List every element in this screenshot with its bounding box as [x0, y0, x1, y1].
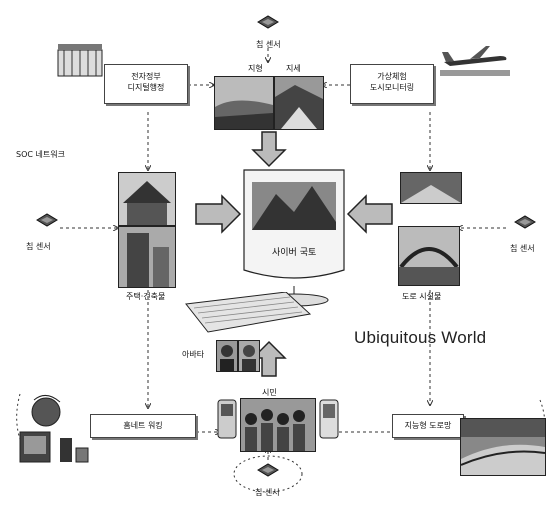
phone-left-image: [216, 398, 238, 440]
smart-road-box: 지능형 도로망: [392, 414, 464, 438]
e-government-box: 전자정부 디지털행정: [104, 64, 188, 104]
virtual-line-2: 도시모니터링: [351, 82, 433, 93]
cyber-monitor-image: [238, 166, 350, 308]
chip-sensor-top-icon: [255, 12, 281, 32]
chip-sensor-left-icon: [34, 210, 60, 230]
home-appliances-image: [16, 390, 96, 476]
housing-photo-bottom: [118, 226, 176, 288]
soc-network-label: SOC 네트워크: [16, 150, 65, 160]
government-building-image: [56, 40, 106, 82]
avatar-label: 아바타: [182, 350, 204, 360]
arrow-left-to-cyber: [348, 196, 392, 232]
egov-line-1: 전자정부: [105, 71, 187, 82]
keyboard-image: [182, 292, 312, 334]
road-facilities-label: 도로 시설물: [402, 292, 441, 302]
land-label: 지세: [286, 64, 301, 74]
land-photo: [274, 76, 324, 130]
phone-right-image: [318, 398, 340, 440]
road-photo-bottom: [398, 226, 460, 286]
airplane-image: [440, 40, 510, 76]
egov-line-2: 디지털행정: [105, 82, 187, 93]
citizen-label: 시민: [262, 388, 277, 398]
arrow-right-to-cyber: [196, 196, 240, 232]
chip-sensor-right-icon: [512, 212, 538, 232]
arrow-down-to-cyber: [253, 132, 285, 166]
housing-label: 주택·건축물: [126, 292, 165, 302]
virtual-line-1: 가상체험: [351, 71, 433, 82]
road-photo-top: [400, 172, 462, 204]
virtual-city-box: 가상체험 도시모니터링: [350, 64, 434, 104]
avatar-photo-2: [238, 340, 260, 372]
terrain-photo: [214, 76, 274, 130]
chip-bottom-label: 칩 센서: [255, 488, 280, 498]
terrain-label: 지형: [248, 64, 263, 74]
ubiquitous-world-title: Ubiquitous World: [354, 328, 486, 348]
citizen-photo: [240, 398, 316, 452]
chip-sensor-bottom-icon: [255, 460, 281, 480]
home-network-box: 홈네트 워킹: [90, 414, 196, 438]
smart-road-photo: [460, 418, 546, 476]
cyber-territory-label: 사이버 국토: [272, 248, 316, 258]
avatar-photo-1: [216, 340, 238, 372]
chip-right-label: 칩 센서: [510, 244, 535, 254]
chip-left-label: 칩 센서: [26, 242, 51, 252]
housing-photo-top: [118, 172, 176, 226]
chip-top-label: 칩 센서: [256, 40, 281, 50]
